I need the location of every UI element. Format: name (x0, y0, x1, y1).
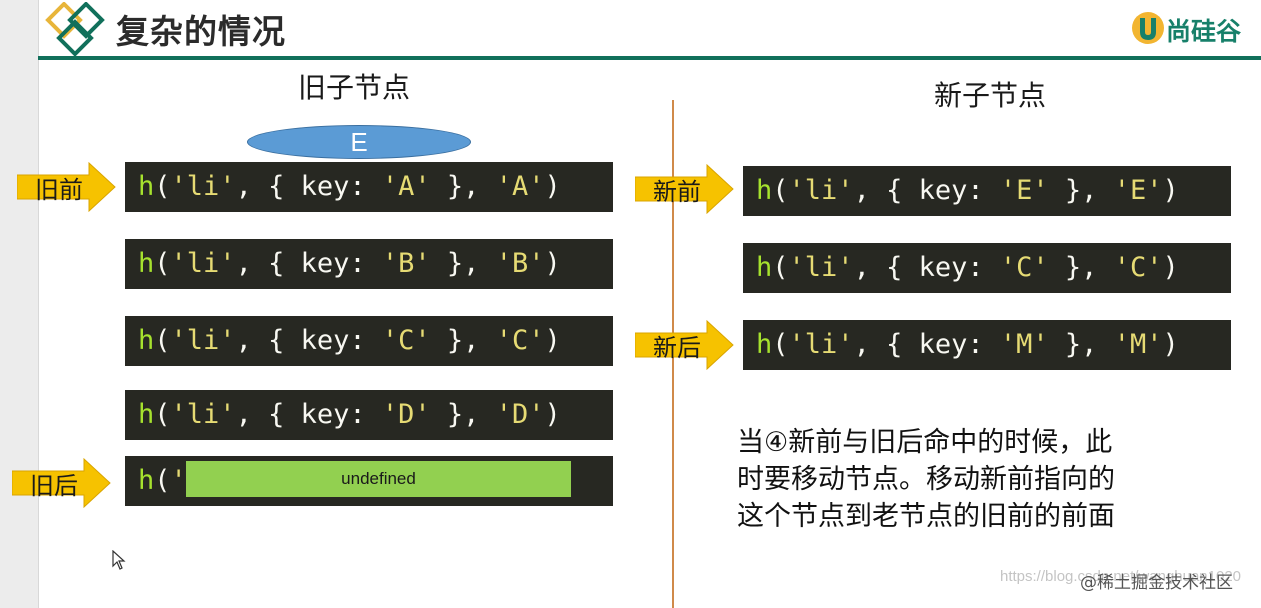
code-punct: , { key: (235, 325, 382, 356)
note-line: 这个节点到老节点的旧前的前面 (737, 501, 1115, 532)
code-function-name: h (138, 171, 155, 202)
code-text-string: 'B' (495, 248, 545, 279)
code-punct: , { key: (853, 175, 1000, 206)
old-end-pointer: 旧后 (12, 458, 112, 508)
code-punct: }, (430, 248, 496, 279)
code-text-string: 'E' (1113, 175, 1163, 206)
code-tag-string: 'li' (788, 252, 854, 283)
code-key-string: 'E' (999, 175, 1049, 206)
undefined-overlay: undefined (186, 461, 571, 497)
brand-logo: 尚硅谷 (1130, 8, 1260, 48)
old-node-row: h('li', { key: 'A' }, 'A') (125, 162, 613, 212)
code-punct: ( (154, 465, 171, 496)
left-margin-strip (0, 0, 39, 608)
code-text-string: 'D' (495, 399, 545, 430)
note-line: 时要移动节点。移动新前指向的 (737, 464, 1115, 495)
code-punct: ( (154, 325, 171, 356)
code-tag-string: 'li' (170, 248, 236, 279)
code-punct: ( (154, 171, 171, 202)
code-key-string: 'D' (381, 399, 431, 430)
code-punct: ( (772, 252, 789, 283)
code-text-string: 'A' (495, 171, 545, 202)
code-function-name: h (138, 399, 155, 430)
code-punct: }, (430, 325, 496, 356)
moved-node-ellipse: E (247, 125, 471, 159)
code-punct: ) (544, 325, 561, 356)
code-key-string: 'C' (999, 252, 1049, 283)
code-punct: }, (1048, 329, 1114, 360)
code-tag-string: 'li' (170, 325, 236, 356)
new-end-label: 新后 (653, 334, 701, 362)
new-start-pointer: 新前 (635, 164, 735, 214)
code-punct: ( (154, 248, 171, 279)
explanation-note: 当④新前与旧后命中的时候，此 时要移动节点。移动新前指向的 这个节点到老节点的旧… (737, 424, 1187, 535)
right-arrow-icon (12, 458, 111, 508)
note-line: 当④新前与旧后命中的时候，此 (737, 427, 1113, 458)
mouse-pointer-icon (112, 549, 126, 570)
slide-title: 复杂的情况 (116, 12, 286, 51)
slide-header: 复杂的情况 尚硅谷 (0, 0, 1261, 60)
old-children-title: 旧子节点 (298, 71, 411, 104)
code-punct: ) (544, 399, 561, 430)
code-text-string: 'M' (1113, 329, 1163, 360)
code-punct: ( (154, 399, 171, 430)
code-key-string: 'B' (381, 248, 431, 279)
old-start-pointer: 旧前 (17, 162, 117, 212)
code-text-string: 'C' (1113, 252, 1163, 283)
code-key-string: 'M' (999, 329, 1049, 360)
code-punct: , { key: (235, 248, 382, 279)
new-node-row: h('li', { key: 'C' }, 'C') (743, 243, 1231, 293)
code-punct: }, (1048, 252, 1114, 283)
code-function-name: h (756, 329, 773, 360)
code-punct: }, (430, 171, 496, 202)
code-function-name: h (756, 175, 773, 206)
code-punct: ( (772, 329, 789, 360)
code-punct: ( (772, 175, 789, 206)
code-key-string: 'A' (381, 171, 431, 202)
new-node-row: h('li', { key: 'E' }, 'E') (743, 166, 1231, 216)
code-punct: ) (544, 248, 561, 279)
old-node-row: h('li', { key: 'C' }, 'C') (125, 316, 613, 366)
code-punct: , { key: (853, 252, 1000, 283)
code-function-name: h (138, 465, 155, 496)
old-node-row: h('li', { key: 'D' }, 'D') (125, 390, 613, 440)
code-punct: }, (1048, 175, 1114, 206)
code-punct: ) (1162, 329, 1179, 360)
code-tag-string: 'li' (170, 171, 236, 202)
watermark-url: https://blog.csdn.net/wanghuan1020 (1000, 568, 1242, 585)
right-arrow-icon (635, 164, 734, 214)
code-punct: ) (544, 171, 561, 202)
watermark-badge: @稀土掘金技术社区 (1080, 573, 1233, 593)
new-children-title: 新子节点 (934, 79, 1047, 112)
code-tag-string: 'li' (788, 175, 854, 206)
new-node-row: h('li', { key: 'M' }, 'M') (743, 320, 1231, 370)
code-text-string: 'C' (495, 325, 545, 356)
old-end-label: 旧后 (30, 472, 78, 500)
code-tag-string: 'li' (170, 399, 236, 430)
code-punct: ) (1162, 175, 1179, 206)
diamond-logo-icon (44, 1, 108, 57)
code-punct: , { key: (853, 329, 1000, 360)
right-arrow-icon (17, 162, 116, 212)
code-key-string: 'C' (381, 325, 431, 356)
code-function-name: h (138, 325, 155, 356)
code-punct: , { key: (235, 399, 382, 430)
header-rule (38, 56, 1261, 60)
code-tag-string: 'li' (788, 329, 854, 360)
new-end-pointer: 新后 (635, 320, 735, 370)
old-node-row: h('li', { key: 'B' }, 'B') (125, 239, 613, 289)
new-start-label: 新前 (653, 178, 701, 206)
code-punct: ) (1162, 252, 1179, 283)
old-start-label: 旧前 (35, 176, 83, 204)
brand-mark-icon (1130, 10, 1166, 46)
code-function-name: h (138, 248, 155, 279)
code-punct: }, (430, 399, 496, 430)
brand-name: 尚硅谷 (1166, 17, 1242, 46)
code-punct: , { key: (235, 171, 382, 202)
code-function-name: h (756, 252, 773, 283)
right-arrow-icon (635, 320, 734, 370)
